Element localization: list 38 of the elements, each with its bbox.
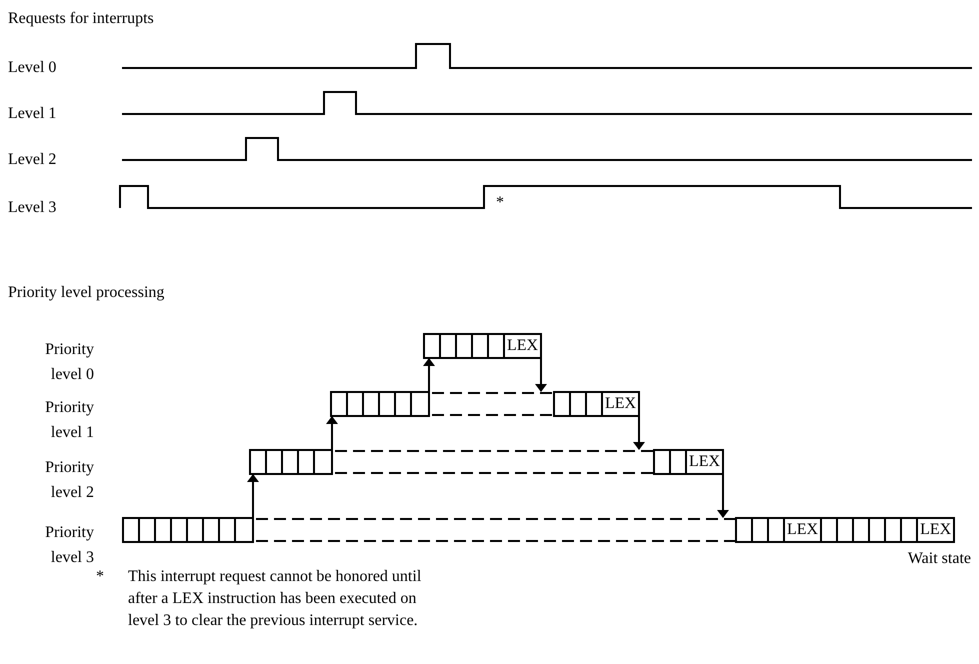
dashed-line [256, 540, 735, 542]
dashed-line [335, 450, 653, 452]
instruction-label: LEX [688, 452, 722, 472]
instruction-label: LEX [506, 336, 540, 356]
instruction-sequence-bar [553, 391, 640, 417]
instruction-sequence-bar [735, 517, 956, 543]
arrow [717, 475, 729, 518]
footnote-mark: * [496, 193, 504, 213]
arrow [326, 416, 338, 449]
arrow [633, 417, 645, 450]
level-label: Priority level 3 [44, 523, 94, 568]
dashed-line [335, 472, 653, 474]
instruction-sequence-bar [423, 333, 542, 359]
footnote-text: This interrupt request cannot be honored until after a LEX instruction has been executed on level 3 to clear the previous interrupt service. [128, 567, 422, 631]
instruction-sequence-bar [330, 391, 430, 417]
instruction-label: LEX [604, 394, 638, 414]
dashed-line [432, 414, 553, 416]
instruction-label: LEX [919, 520, 952, 540]
level-label: Priority level 2 [44, 458, 94, 503]
section-heading: Priority level processing [8, 283, 164, 303]
signal-label: Level 1 [8, 104, 56, 124]
arrow [535, 359, 547, 392]
footnote-mark: * [96, 567, 104, 587]
signal-label: Level 3 [8, 198, 56, 218]
signal-label: Level 0 [8, 58, 56, 78]
section-heading: Requests for interrupts [8, 9, 154, 29]
arrow [423, 358, 435, 391]
instruction-label: LEX [785, 519, 822, 541]
level-label: Priority level 1 [44, 398, 94, 443]
level-label: Priority level 0 [44, 340, 94, 385]
instruction-sequence-bar [249, 449, 333, 475]
signal-label: Level 2 [8, 150, 56, 170]
instruction-sequence-bar [653, 449, 724, 475]
dashed-line [432, 392, 553, 394]
dashed-line [256, 518, 735, 520]
state-label: Wait state [908, 549, 971, 569]
arrow [247, 474, 259, 517]
instruction-sequence-bar [122, 517, 254, 543]
